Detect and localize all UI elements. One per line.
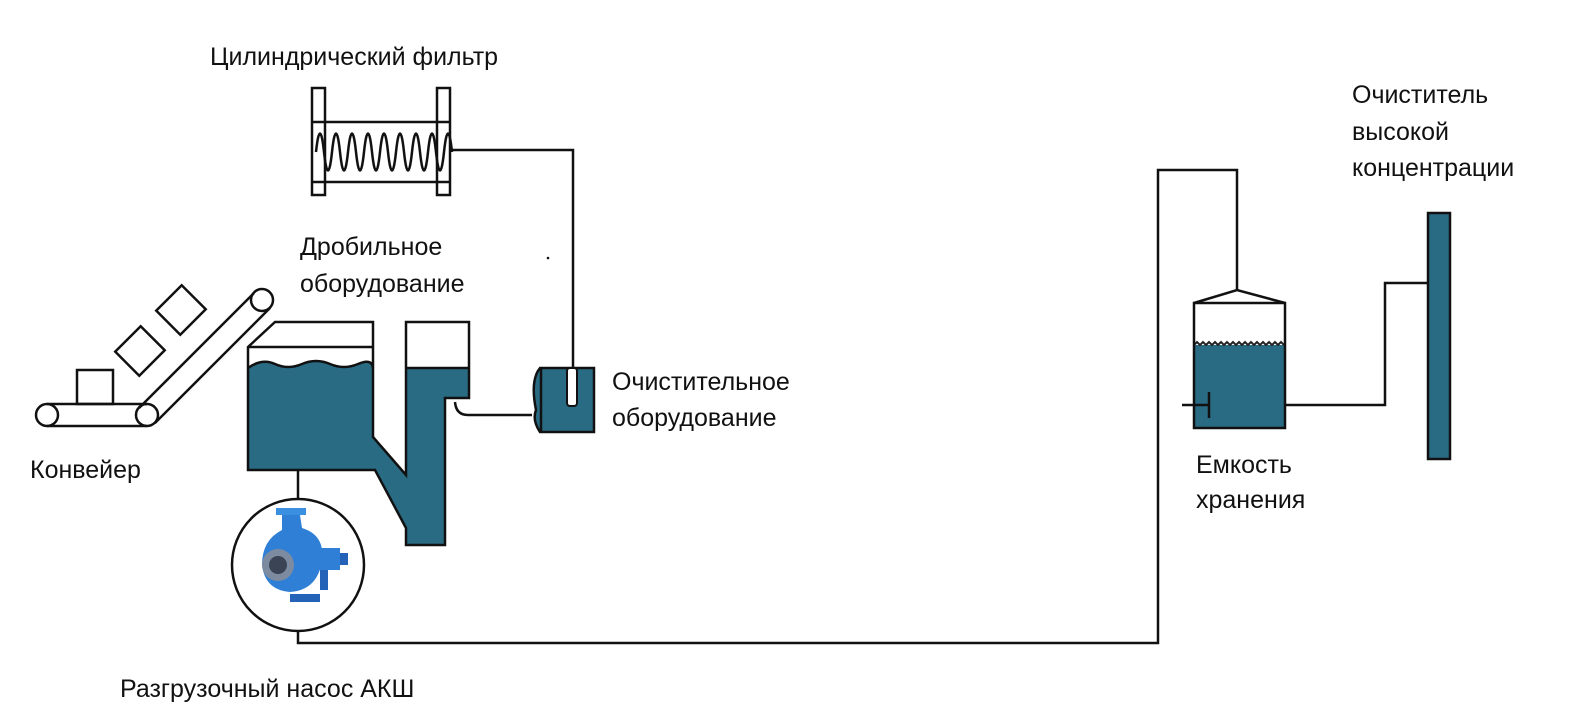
cylindrical-filter [310, 86, 454, 197]
pipe-crusher-cleaner [453, 401, 532, 417]
high-concentration-cleaner [1426, 211, 1452, 461]
pump [230, 497, 366, 633]
hc-cleaner-label-line1: Очиститель [1352, 81, 1488, 109]
crusher-label-line1: Дробильное [300, 233, 442, 261]
pump-icon [262, 508, 348, 602]
storage-tank [1182, 288, 1287, 430]
cleaning-equipment [532, 366, 596, 434]
cleaner-label-line1: Очистительное [612, 368, 790, 396]
dot-mark [546, 256, 550, 260]
hc-cleaner-label-line2: высокой [1352, 118, 1449, 146]
pipe-storage-column [1285, 281, 1428, 407]
conveyor-label: Конвейер [30, 456, 141, 484]
cleaner-label-line2: оборудование [612, 404, 777, 432]
hc-cleaner-label-line3: концентрации [1352, 154, 1514, 182]
storage-label-line2: хранения [1196, 486, 1305, 514]
pipe-pump-storage [296, 168, 1239, 645]
crusher-equipment [246, 320, 471, 547]
storage-label-line1: Емкость [1196, 451, 1292, 479]
crusher-label-line2: оборудование [300, 270, 465, 298]
filter-label: Цилиндрический фильтр [210, 43, 498, 71]
conveyor [34, 283, 275, 428]
pump-label: Разгрузочный насос АКШ [120, 675, 414, 703]
pipe-filter-cleaner [450, 148, 575, 370]
